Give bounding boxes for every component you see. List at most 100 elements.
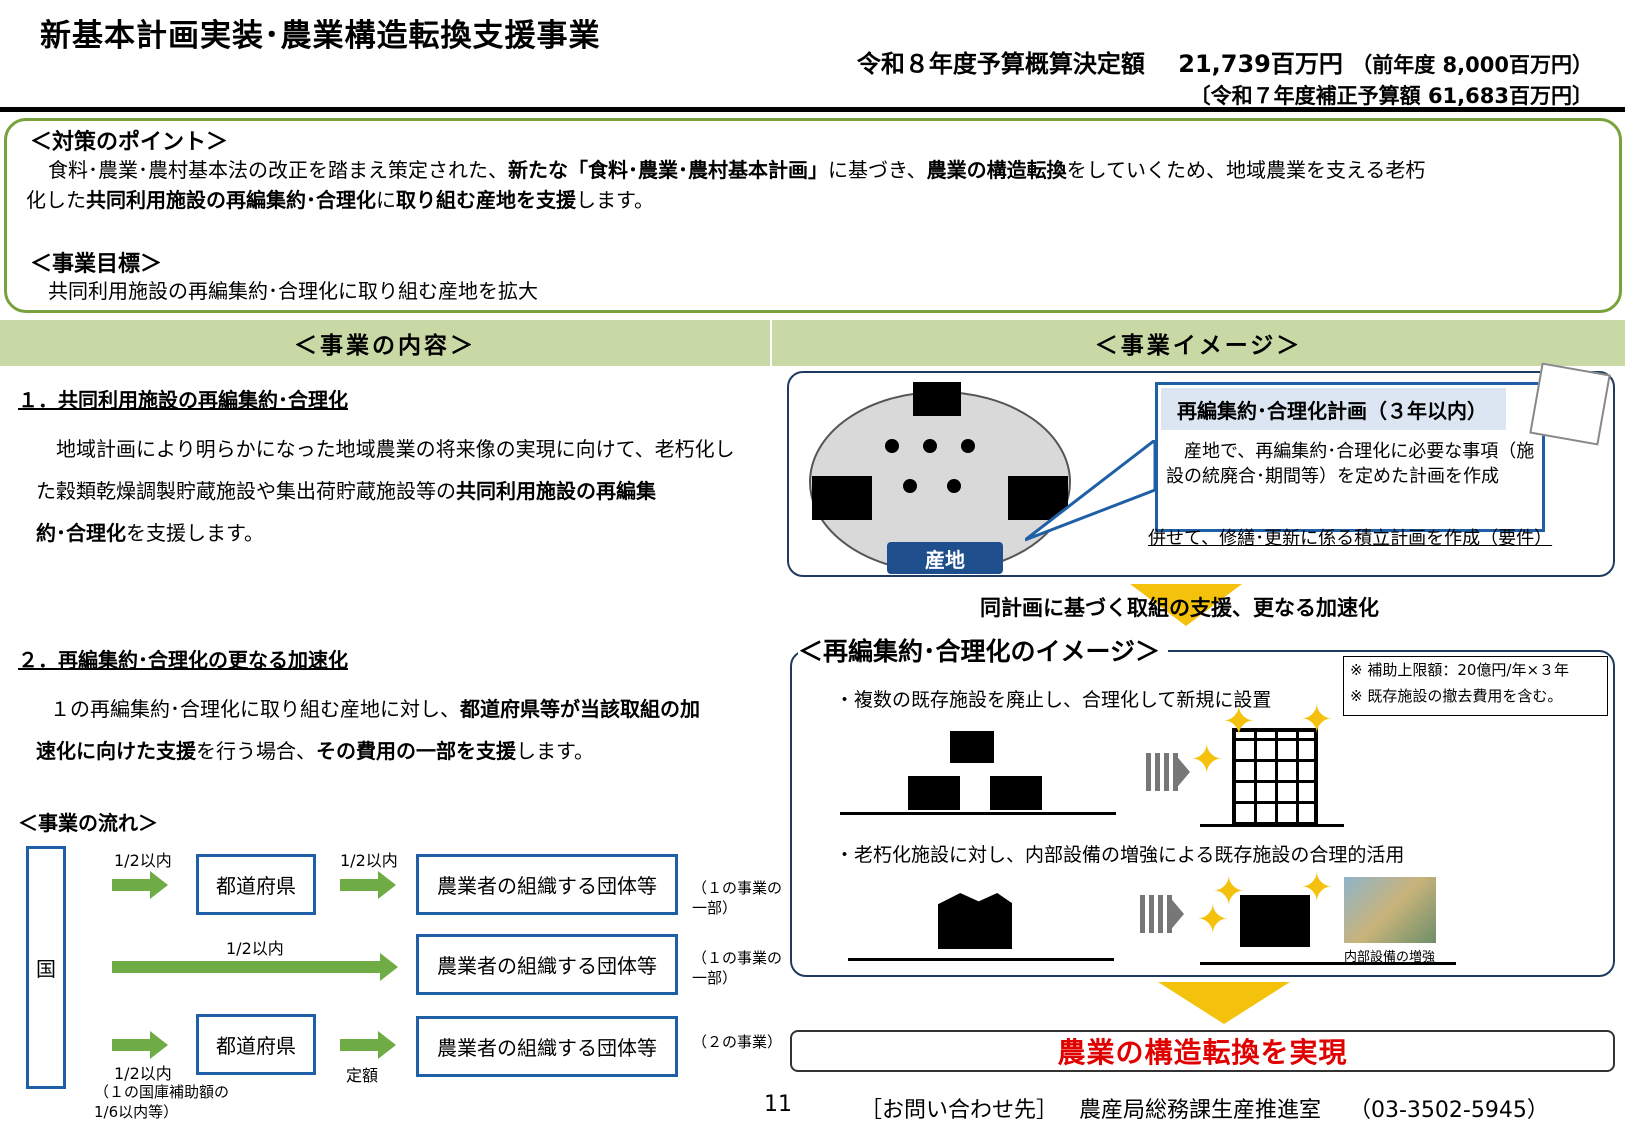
plan-card: 再編集約･合理化計画（３年以内） 産地で、再編集約･合理化に必要な事項（施設の統… (1155, 382, 1545, 532)
budget-label: 令和８年度予算概算決定額 (856, 50, 1145, 78)
flow-note: （１の事業の一部） (692, 949, 783, 987)
item1-heading: １．共同利用施設の再編集約･合理化 (18, 388, 348, 412)
flow-arrow (340, 1031, 396, 1059)
budget-value: 21,739百万円 (1178, 50, 1343, 78)
ground-line (1200, 824, 1344, 827)
progress-arrow-head (1174, 753, 1190, 791)
facility-icon (1008, 476, 1068, 520)
ground-line (840, 812, 1116, 815)
down-arrow-yellow (1130, 584, 1242, 626)
document-icon (1529, 362, 1611, 446)
origin-illustration (809, 382, 1071, 572)
points-box (4, 118, 1622, 313)
callout-pointer (1025, 440, 1157, 542)
flow-arrow (112, 953, 398, 981)
down-arrow-yellow (1158, 982, 1290, 1024)
points-text: 化した (26, 188, 86, 212)
flow-prefecture-box: 都道府県 (196, 1014, 316, 1075)
consolidation-panel (790, 650, 1615, 977)
header-divider (0, 107, 1625, 112)
page-number: 11 (764, 1092, 792, 1117)
origin-panel (787, 371, 1615, 577)
item2-heading: ２．再編集約･合理化の更なる加速化 (18, 648, 348, 672)
flow-org-box: 農業者の組織する団体等 (416, 934, 678, 995)
aging-facility-icon (938, 893, 1012, 949)
flow-heading: ＜事業の流れ＞ (18, 811, 158, 835)
rate-label: 1/2以内 (340, 851, 398, 870)
facility-icon (812, 476, 872, 520)
sparkle-icon: ✦ (1196, 897, 1230, 943)
goal-heading: ＜事業目標＞ (30, 252, 163, 277)
item1-text: を支援します。 (126, 521, 264, 545)
flow-prefecture-box: 都道府県 (196, 854, 316, 915)
points-text: します。 (576, 188, 654, 212)
contact-department: 農産局総務課生産推進室 (1079, 1098, 1322, 1123)
sparkle-icon: ✦ (1300, 697, 1334, 743)
support-text: 同計画に基づく取組の支援、更なる加速化 (980, 596, 1379, 620)
goal-text: 共同利用施設の再編集約･合理化に取り組む産地を拡大 (48, 279, 538, 303)
flow-arrow (112, 1031, 168, 1059)
result-banner: 農業の構造転換を実現 (790, 1030, 1615, 1072)
consolidation-heading: ＜再編集約･合理化のイメージ＞ (798, 632, 1169, 668)
item2-line-1: １の再編集約･合理化に取り組む産地に対し、都道府県等が当該取組の加 (50, 688, 700, 730)
contact-label: ［お問い合わせ先］ (860, 1098, 1059, 1123)
item2-line-2: 速化に向けた支援を行う場合、その費用の一部を支援します。 (36, 730, 594, 772)
sparkle-icon: ✦ (1222, 699, 1256, 745)
sparkle-icon: ✦ (1190, 737, 1224, 783)
plan-note: 併せて、修繕･更新に係る積立計画を作成（要件） (1148, 528, 1553, 549)
flow-national-box: 国 (26, 846, 66, 1089)
facility-icon (1240, 895, 1310, 947)
page-title: 新基本計画実装･農業構造転換支援事業 (40, 18, 601, 54)
points-text: 食料･農業･農村基本法の改正を踏まえ策定された、 (48, 158, 508, 182)
farmer-icon (947, 479, 961, 493)
sparkle-icon: ✦ (1212, 869, 1246, 915)
origin-label: 産地 (887, 542, 1003, 574)
flow-note: （１の国庫補助額の1/6以内等） (94, 1083, 230, 1121)
farmer-icon (885, 439, 899, 453)
points-bold: 新たな「食料･農業･農村基本計画」 (508, 158, 828, 182)
contact-line: ［お問い合わせ先］ 農産局総務課生産推進室 （03-3502-5945） (860, 1092, 1549, 1124)
item2-text: １の再編集約･合理化に取り組む産地に対し、 (50, 697, 460, 721)
item1-line-3: 約･合理化を支援します。 (36, 512, 264, 554)
item2-bold: 速化に向けた支援 (36, 739, 196, 763)
points-bold: 取り組む産地を支援 (396, 188, 576, 212)
flow-org-box: 農業者の組織する団体等 (416, 854, 678, 915)
plan-title: 再編集約･合理化計画（３年以内） (1161, 388, 1506, 430)
budget-supplementary: 〔令和７年度補正予算額 61,683百万円〕 (1189, 84, 1593, 108)
farmer-icon (961, 439, 975, 453)
item2-text: を行う場合、 (196, 739, 316, 763)
plan-text: 産地で、再編集約･合理化に必要な事項（施設の統廃合･期間等）を定めた計画を作成 (1166, 441, 1535, 487)
item2-bold: 都道府県等が当該取組の加 (460, 697, 700, 721)
rate-label: 1/2以内 (114, 1064, 172, 1083)
rate-label: 1/2以内 (114, 851, 172, 870)
item2-text: します。 (516, 739, 594, 763)
facility-icon (990, 776, 1042, 810)
flow-note: （１の事業の一部） (692, 879, 783, 917)
cap-note: ※ 補助上限額：20億円/年×３年 (1350, 661, 1570, 679)
points-line-2: 化した共同利用施設の再編集約･合理化に取り組む産地を支援します。 (26, 185, 654, 215)
points-bold: 共同利用施設の再編集約･合理化 (86, 188, 376, 212)
equipment-caption: 内部設備の増強 (1344, 950, 1436, 965)
sparkle-icon: ✦ (1300, 865, 1334, 911)
cap-note: ※ 既存施設の撤去費用を含む。 (1350, 687, 1563, 705)
equipment-photo (1344, 877, 1436, 943)
contact-phone: （03-3502-5945） (1349, 1098, 1549, 1123)
item1-bold: 約･合理化 (36, 521, 126, 545)
budget-line: 令和８年度予算概算決定額 21,739百万円 （前年度 8,000百万円） (857, 44, 1593, 79)
facility-icon (913, 382, 961, 416)
points-text: をしていくため、地域農業を支える老朽 (1066, 158, 1426, 182)
budget-prev: （前年度 8,000百万円） (1351, 53, 1593, 77)
item1-line-1: 地域計画により明らかになった地域農業の将来像の実現に向けて、老朽化し (56, 437, 735, 461)
bullet-renovate: ・老朽化施設に対し、内部設備の増強による既存施設の合理的活用 (835, 844, 1405, 866)
image-section-header: ＜事業イメージ＞ (772, 320, 1625, 366)
farmer-icon (903, 479, 917, 493)
progress-arrow-head (1168, 895, 1184, 933)
points-text: に基づき、 (828, 158, 927, 182)
flow-arrow (112, 871, 168, 899)
item1-line-2: た穀類乾燥調製貯蔵施設や集出荷貯蔵施設等の共同利用施設の再編集 (36, 470, 656, 512)
flow-arrow (340, 871, 396, 899)
item1-text: た穀類乾燥調製貯蔵施設や集出荷貯蔵施設等の (36, 479, 456, 503)
content-section-header: ＜事業の内容＞ (0, 320, 770, 366)
ground-line (848, 958, 1114, 961)
facility-icon (950, 731, 994, 763)
